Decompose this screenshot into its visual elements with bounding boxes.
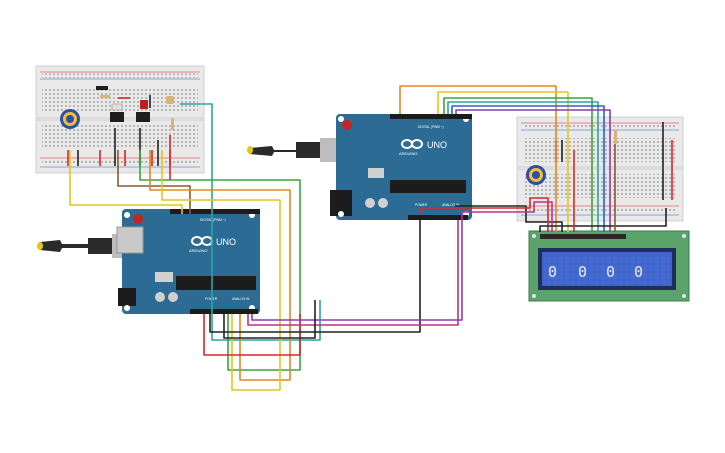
resistor-left-2 [166,96,174,104]
lcd-module: 0 0 0 0 [528,230,690,302]
wire-purple-1 [251,220,463,321]
digital-header-label: DIGITAL (PWM ~) [418,125,444,129]
resistor-right [614,130,617,144]
wire-orange-2 [399,85,557,232]
wire-magenta-2 [461,201,553,232]
arduino-logo-text: ARDUINO [189,248,207,253]
wire-black-lcd [539,208,667,232]
sensor-chip-2 [136,100,150,122]
lcd-digit: 0 [578,263,587,281]
power-header-label: POWER [415,203,428,207]
wire-teal-2 [447,101,599,232]
wire-red-2 [419,197,549,232]
wire-green-2 [443,97,593,232]
arduino-uno-left[interactable]: DIGITAL (PWM ~) ARDUINO UNO POWER ANALOG… [37,209,260,314]
wire-magenta-1 [247,220,459,326]
analog-header-label: ANALOG IN [232,297,250,301]
sensor-chip-1 [110,103,124,122]
arduino-logo-icon [401,139,423,149]
wire-blue-1 [451,105,605,232]
board-model-label: UNO [216,237,236,247]
arduino-uno-right[interactable]: DIGITAL (PWM ~) ARDUINO UNO POWER ANALOG… [247,114,472,220]
wire-red-1 [169,150,301,356]
resistor-left-3 [171,118,174,130]
potentiometer-left[interactable] [60,109,80,129]
wire-teal-1 [180,103,321,341]
wire-black-2 [223,300,316,339]
wire-green-1 [139,150,301,371]
breadboard-right [516,116,684,222]
arduino-logo-text: ARDUINO [399,151,417,156]
resistor-left-1 [100,95,110,98]
potentiometer-right[interactable] [526,165,546,185]
wire-purple-2 [455,109,611,232]
usb-cable-right [247,138,336,162]
board-model-label: UNO [427,140,447,150]
wire-yellow-2 [161,150,281,391]
lcd-digit: 0 [606,263,615,281]
wire-yellow-1 [69,150,183,214]
wire-yellow-3 [437,91,569,232]
capacitor-left [96,86,108,90]
analog-header-label: ANALOG IN [442,203,460,207]
wire-orange-1 [149,150,291,381]
wires [69,85,667,391]
lcd-digit: 0 [634,263,643,281]
lcd-digit: 0 [548,263,557,281]
usb-cable-left [37,234,124,258]
breadboard-left-jumpers [67,95,171,166]
